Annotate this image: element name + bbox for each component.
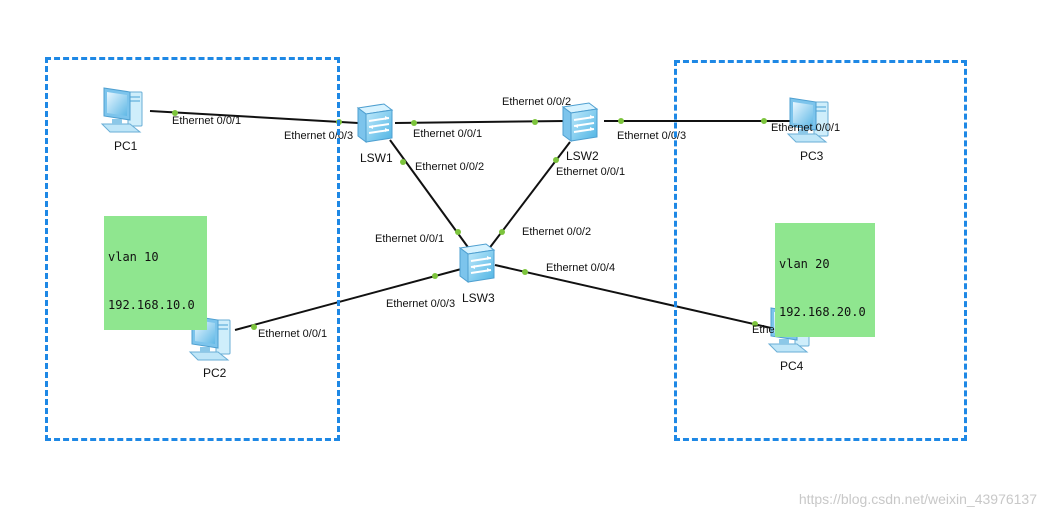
lsw2-label: LSW2 bbox=[566, 149, 599, 163]
port-label-lsw3-e4: Ethernet 0/0/4 bbox=[546, 262, 615, 274]
vlan-subnet: 192.168.10.0 bbox=[108, 298, 195, 312]
port-label-lsw1-e2: Ethernet 0/0/2 bbox=[415, 161, 484, 173]
port-label-lsw2-e1: Ethernet 0/0/1 bbox=[556, 166, 625, 178]
port-label-pc3: Ethernet 0/0/1 bbox=[771, 122, 840, 134]
port-label-pc1: Ethernet 0/0/1 bbox=[172, 115, 241, 127]
port-dot bbox=[499, 229, 505, 235]
port-dot bbox=[752, 321, 758, 327]
port-dot bbox=[761, 118, 767, 124]
pc1-label: PC1 bbox=[114, 139, 138, 153]
pc3-label: PC3 bbox=[800, 149, 824, 163]
vlan-label-right: vlan 20 192.168.20.0 bbox=[775, 223, 875, 337]
vlan-subnet: 192.168.20.0 bbox=[779, 305, 866, 319]
port-label-lsw3-e1: Ethernet 0/0/1 bbox=[375, 233, 444, 245]
port-dot bbox=[172, 110, 178, 116]
link-pc2-lsw3 bbox=[234, 267, 466, 331]
port-dot bbox=[532, 119, 538, 125]
port-label-lsw2-e2: Ethernet 0/0/2 bbox=[502, 96, 571, 108]
port-dot bbox=[251, 324, 257, 330]
vlan-label-left: vlan 10 192.168.10.0 bbox=[104, 216, 207, 330]
pc4-label: PC4 bbox=[780, 359, 804, 373]
port-label-pc2: Ethernet 0/0/1 bbox=[258, 328, 327, 340]
lsw2-icon[interactable] bbox=[562, 102, 598, 142]
vlan-zone-left bbox=[45, 57, 340, 441]
link-pc1-lsw1 bbox=[149, 110, 359, 124]
port-dot bbox=[432, 273, 438, 279]
port-label-lsw3-e2: Ethernet 0/0/2 bbox=[522, 226, 591, 238]
port-label-lsw1-e3: Ethernet 0/0/3 bbox=[284, 130, 353, 142]
port-dot bbox=[522, 269, 528, 275]
port-dot bbox=[411, 120, 417, 126]
vlan-name: vlan 20 bbox=[779, 257, 830, 271]
port-label-lsw3-e3: Ethernet 0/0/3 bbox=[386, 298, 455, 310]
port-dot bbox=[553, 157, 559, 163]
vlan-name: vlan 10 bbox=[108, 250, 159, 264]
link-lsw1-lsw2 bbox=[394, 120, 566, 124]
port-dot bbox=[455, 229, 461, 235]
lsw1-icon[interactable] bbox=[357, 103, 393, 143]
watermark: https://blog.csdn.net/weixin_43976137 bbox=[798, 491, 1037, 507]
vlan-zone-right bbox=[674, 60, 967, 441]
link-lsw3-pc4 bbox=[494, 264, 781, 331]
port-dots bbox=[172, 110, 767, 330]
port-label-lsw2-e3: Ethernet 0/0/3 bbox=[617, 130, 686, 142]
pc2-label: PC2 bbox=[203, 366, 227, 380]
port-dot bbox=[618, 118, 624, 124]
port-dot bbox=[400, 159, 406, 165]
lsw3-icon[interactable] bbox=[459, 243, 495, 283]
port-label-lsw1-e1: Ethernet 0/0/1 bbox=[413, 128, 482, 140]
lsw1-label: LSW1 bbox=[360, 151, 393, 165]
lsw3-label: LSW3 bbox=[462, 291, 495, 305]
